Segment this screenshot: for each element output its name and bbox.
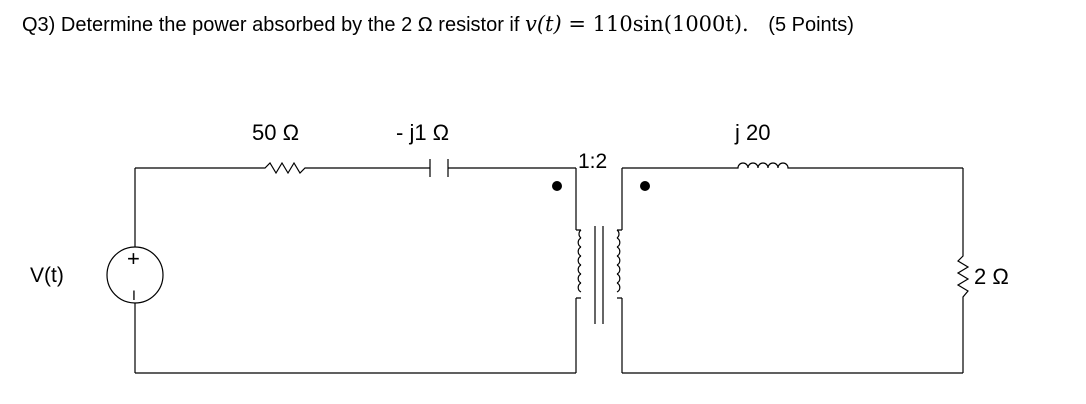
question-text: Q3) Determine the power absorbed by the … (22, 12, 854, 37)
primary-coil (576, 229, 582, 299)
resistor-50-ohm (255, 161, 315, 175)
capacitor-label: - j1 Ω (396, 120, 449, 145)
voltage-source (106, 246, 164, 304)
transformer-ratio-label: 1:2 (578, 150, 607, 173)
source-plus: + (127, 246, 140, 271)
equation-rhs: 110sin(1000t). (592, 12, 749, 36)
question-number: Q3) (22, 14, 56, 36)
question-prompt: Determine the power absorbed by the 2 Ω … (60, 14, 520, 36)
source-label: V(t) (30, 264, 64, 287)
primary-dot (552, 181, 562, 191)
equation-op: = (568, 12, 586, 36)
equation-lhs: v(t) (524, 12, 562, 36)
load-resistor-label: 2 Ω (974, 264, 1009, 289)
resistor-50-label: 50 Ω (252, 120, 299, 145)
secondary-coil (616, 229, 622, 299)
secondary-dot (640, 181, 650, 191)
source-minus: I (132, 287, 136, 303)
points-label: (5 Points) (768, 14, 854, 36)
equation: v(t) = 110sin(1000t). (525, 12, 749, 36)
inductor-label: j 20 (734, 120, 770, 145)
inductor-j20 (730, 162, 800, 169)
resistor-2-ohm (956, 250, 970, 305)
